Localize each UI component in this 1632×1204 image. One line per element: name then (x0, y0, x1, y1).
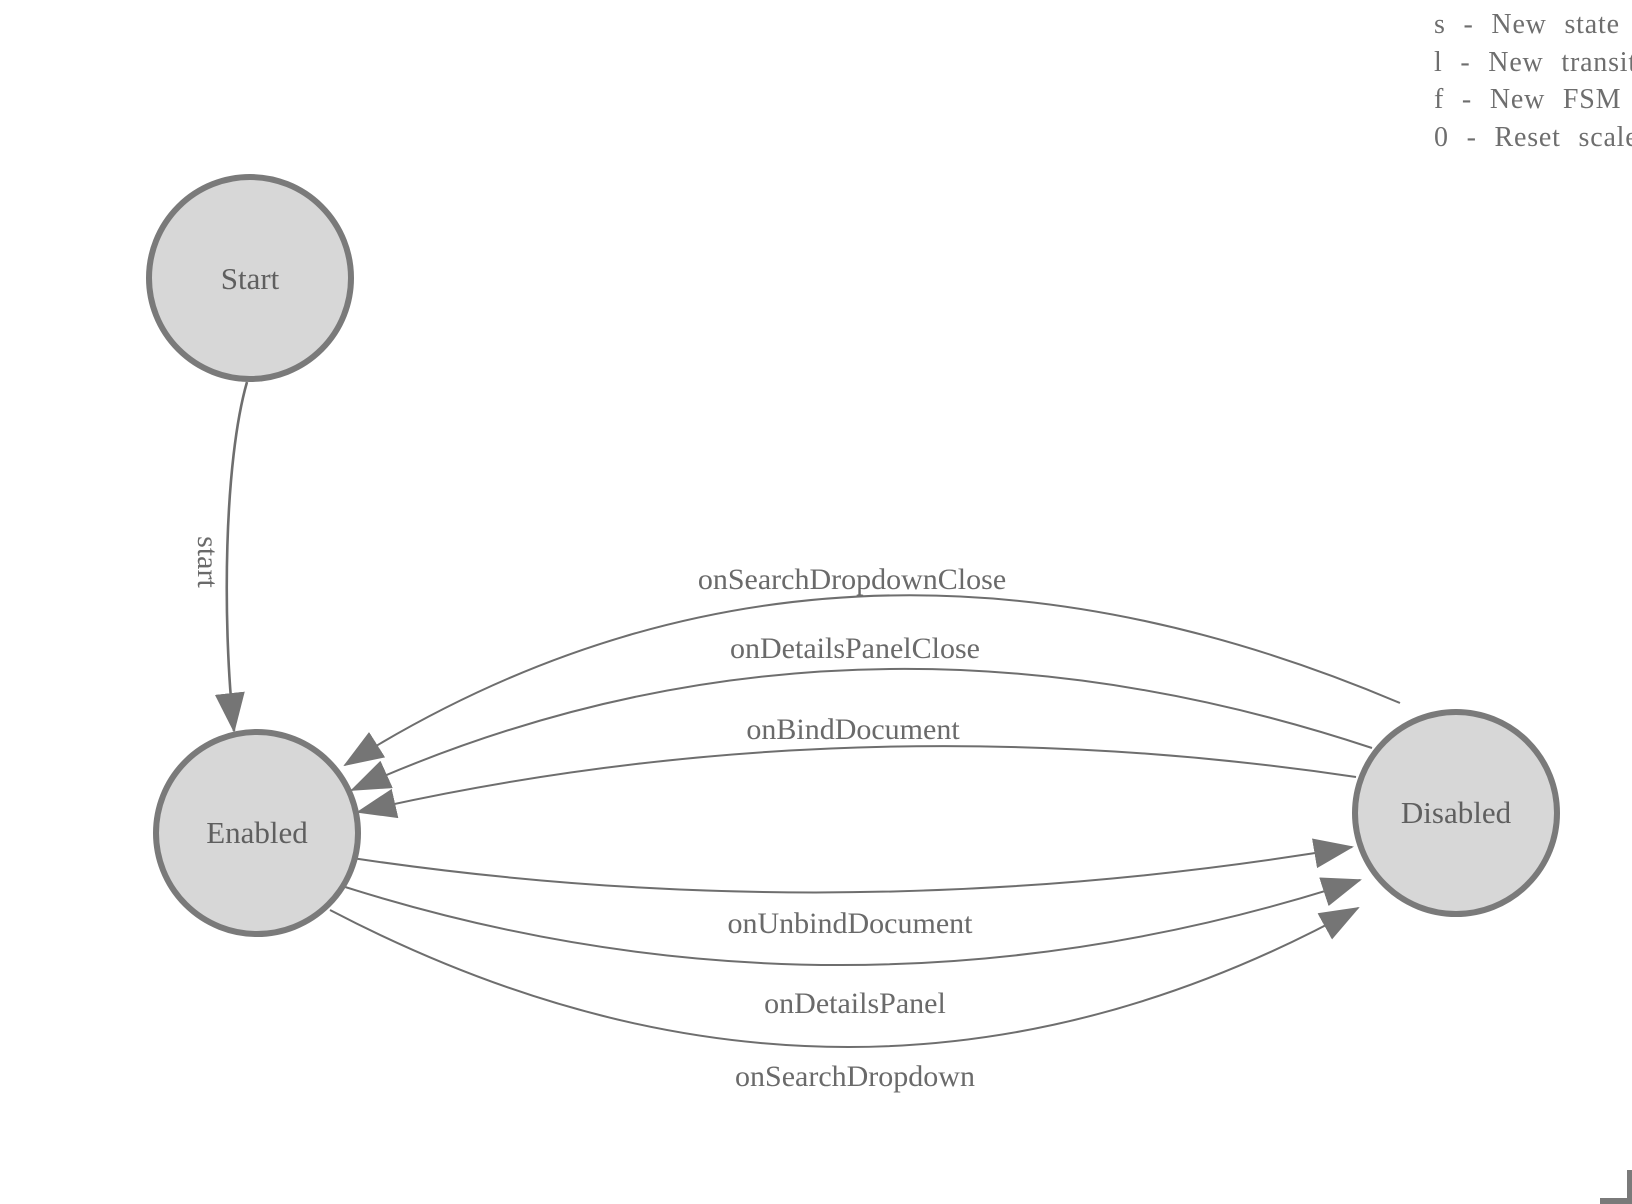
legend-line-new-transition: l - New transition (1434, 46, 1632, 78)
legend-line-new-state: s - New state (1434, 9, 1620, 40)
state-circle-enabled[interactable] (153, 729, 361, 937)
transition-edge-onSearchDropdownClose[interactable] (343, 594, 1401, 767)
transition-edge-start[interactable] (214, 381, 249, 733)
state-circle-disabled[interactable] (1352, 709, 1560, 917)
state-node-disabled[interactable]: Disabled (1352, 709, 1560, 917)
transition-edge-onSearchDropdown[interactable] (329, 907, 1360, 1048)
state-circle-start[interactable] (146, 174, 354, 382)
legend-line-reset-scale: 0 - Reset scale (1434, 121, 1632, 153)
state-label-enabled: Enabled (206, 815, 308, 850)
transition-label-start[interactable]: start (191, 536, 224, 588)
transition-edge-onDetailsPanelClose[interactable] (350, 667, 1373, 791)
transition-label-onSearchDropdownClose[interactable]: onSearchDropdownClose (698, 563, 1006, 596)
legend-line-new-fsm: f - New FSM (1434, 84, 1622, 115)
transition-label-onDetailsPanelClose[interactable]: onDetailsPanelClose (730, 632, 980, 665)
transition-label-onDetailsPanel[interactable]: onDetailsPanel (764, 987, 946, 1020)
state-label-disabled: Disabled (1401, 795, 1512, 830)
transition-label-onSearchDropdown[interactable]: onSearchDropdown (735, 1060, 975, 1093)
transition-edge-onBindDocument[interactable] (356, 745, 1357, 819)
shortcut-legend: s - New state l - New transition f - New… (1434, 6, 1632, 156)
transition-label-onBindDocument[interactable]: onBindDocument (746, 713, 960, 746)
transition-edge-onDetailsPanel[interactable] (341, 877, 1362, 967)
transition-edge-onUnbindDocument[interactable] (351, 838, 1354, 894)
canvas-corner-mark (1600, 1170, 1632, 1204)
state-label-start: Start (221, 261, 280, 296)
state-node-enabled[interactable]: Enabled (153, 729, 361, 937)
state-node-start[interactable]: Start (146, 174, 354, 382)
transition-label-onUnbindDocument[interactable]: onUnbindDocument (728, 907, 974, 940)
